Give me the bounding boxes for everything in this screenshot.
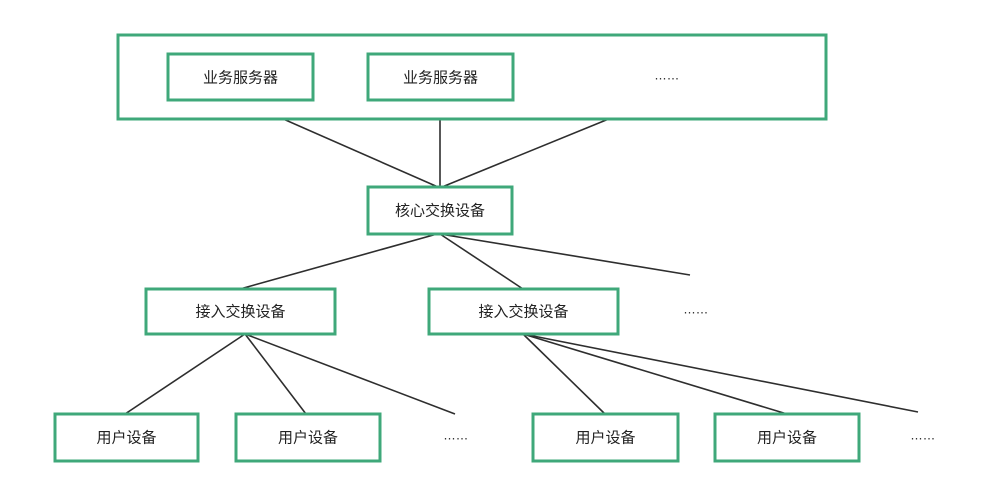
server-more-ellipsis: …… (655, 69, 680, 83)
access-switch-node-1: 接入交换设备 (144, 287, 337, 336)
link-access1-more (244, 333, 456, 415)
link-core-access2 (439, 233, 524, 290)
link-access1-user2 (244, 333, 307, 415)
server-node-1-label: 业务服务器 (203, 69, 278, 87)
link-core-access1 (239, 233, 438, 290)
users-group-2-more-ellipsis: …… (911, 429, 936, 443)
user-device-node-2: 用户设备 (234, 412, 382, 463)
core-switch-node: 核心交换设备 (366, 185, 514, 236)
user-device-node-3: 用户设备 (531, 412, 680, 463)
link-access2-more (522, 333, 919, 413)
access-more-ellipsis: …… (684, 303, 709, 317)
user-device-node-4: 用户设备 (713, 412, 861, 463)
link-access1-user1 (124, 333, 246, 415)
user-device-node-1: 用户设备 (53, 412, 200, 463)
users-group-1-more-ellipsis: …… (444, 429, 469, 443)
link-access2-user2 (522, 333, 788, 415)
link-access2-user1 (522, 333, 606, 415)
user-device-3-label: 用户设备 (575, 429, 635, 447)
server-node-2: 业务服务器 (366, 52, 515, 102)
core-switch-label: 核心交换设备 (395, 202, 485, 220)
connection-lines (124, 95, 919, 415)
user-device-2-label: 用户设备 (278, 429, 338, 447)
user-device-4-label: 用户设备 (757, 429, 817, 447)
link-core-more (439, 233, 691, 276)
user-device-1-label: 用户设备 (96, 429, 156, 447)
server-node-1: 业务服务器 (166, 52, 315, 102)
access-switch-node-2: 接入交换设备 (427, 287, 620, 336)
server-node-2-label: 业务服务器 (403, 69, 478, 87)
access-switch-2-label: 接入交换设备 (478, 303, 568, 321)
access-switch-1-label: 接入交换设备 (195, 303, 285, 321)
